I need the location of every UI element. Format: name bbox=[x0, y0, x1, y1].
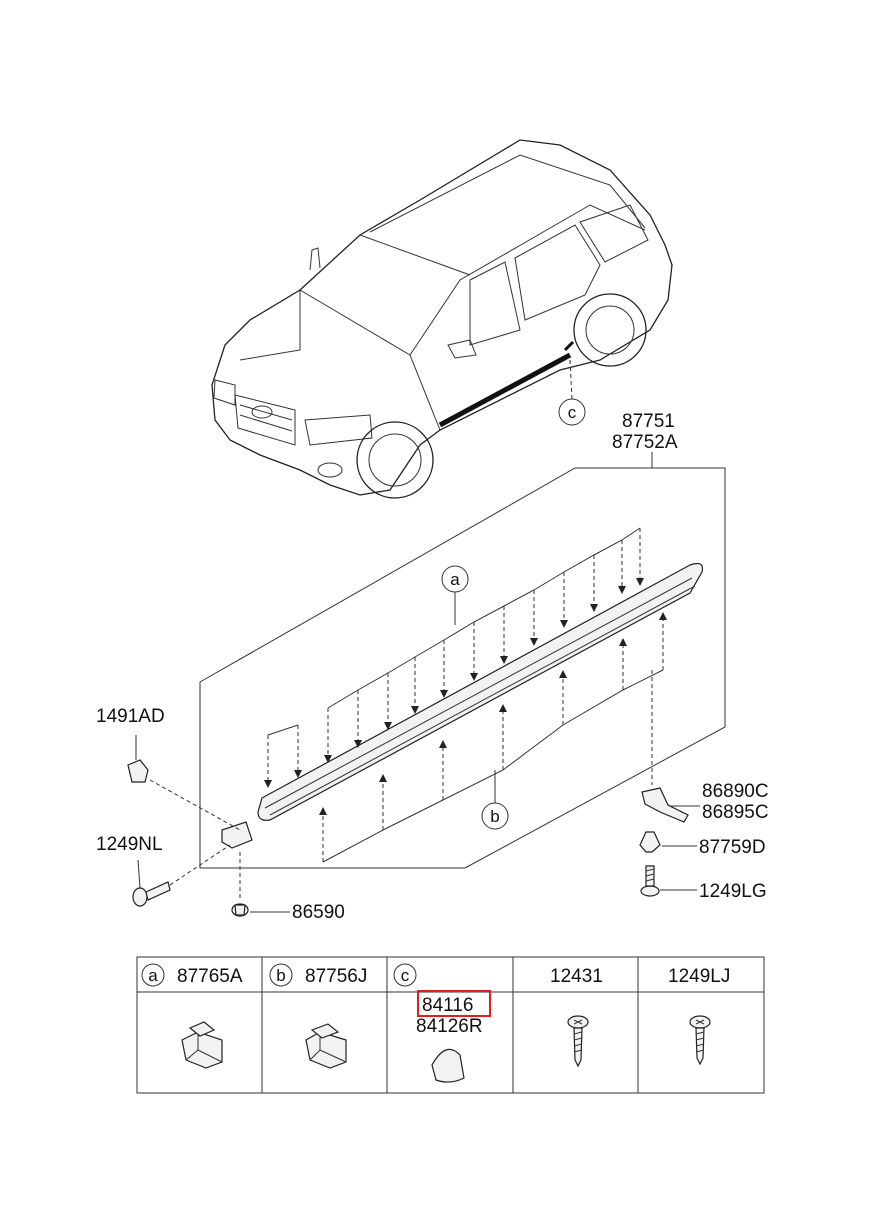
bracket-86890c-icon bbox=[641, 670, 689, 823]
table-part-87756j: 87756J bbox=[305, 966, 367, 987]
parts-table: a 87765A b 87756J c 12431 1249LJ bbox=[136, 956, 765, 1094]
callout-a: a bbox=[441, 565, 469, 593]
callout-a-text: a bbox=[450, 570, 460, 589]
highlight-box-84116 bbox=[417, 990, 491, 1017]
label-87752a: 87752A bbox=[612, 432, 678, 453]
vehicle-illustration bbox=[211, 139, 673, 499]
label-87751: 87751 bbox=[622, 411, 675, 432]
label-86890c: 86890C bbox=[702, 781, 769, 802]
table-part-84126r: 84126R bbox=[416, 1016, 483, 1037]
clip-87759d-icon bbox=[639, 831, 661, 853]
callout-b-text: b bbox=[490, 807, 499, 826]
callout-c-vehicle: c bbox=[558, 398, 586, 426]
label-text: b bbox=[276, 966, 285, 985]
screw-1249nl-icon bbox=[132, 859, 171, 907]
table-icon-screw-12431 bbox=[567, 1015, 589, 1068]
table-part-12431: 12431 bbox=[550, 966, 603, 987]
clip-1491ad-icon bbox=[127, 735, 149, 783]
side-sill-highlight bbox=[438, 352, 572, 428]
label-text: a bbox=[148, 966, 158, 985]
table-part-87765a: 87765A bbox=[177, 966, 243, 987]
side-molding-part bbox=[221, 562, 704, 849]
table-icon-clip-a bbox=[181, 1021, 223, 1069]
exploded-view-frame bbox=[199, 467, 726, 869]
label-1249lg: 1249LG bbox=[699, 881, 767, 902]
label-1491ad: 1491AD bbox=[96, 706, 165, 727]
table-part-1249lj: 1249LJ bbox=[668, 966, 730, 987]
label-86590: 86590 bbox=[292, 902, 345, 923]
table-icon-screw-1249lj bbox=[689, 1015, 711, 1066]
table-header-a: a 87765A bbox=[141, 963, 243, 987]
callout-c-text: c bbox=[568, 403, 577, 422]
table-icon-clip-b bbox=[305, 1023, 347, 1069]
table-header-c: c bbox=[393, 963, 417, 987]
callout-b: b bbox=[481, 802, 509, 830]
grommet-86590-icon bbox=[231, 852, 249, 917]
table-header-b: b 87756J bbox=[269, 963, 367, 987]
clip-arrows-top bbox=[264, 527, 644, 788]
label-87759d: 87759D bbox=[699, 837, 766, 858]
table-part-84116: 84116 bbox=[422, 995, 473, 1016]
label-86895c: 86895C bbox=[702, 802, 769, 823]
label-text: c bbox=[401, 966, 410, 985]
label-1249nl: 1249NL bbox=[96, 834, 163, 855]
table-icon-pad-c bbox=[431, 1048, 465, 1083]
clip-arrows-bottom bbox=[319, 612, 667, 863]
screw-1249lg-icon bbox=[640, 865, 660, 897]
